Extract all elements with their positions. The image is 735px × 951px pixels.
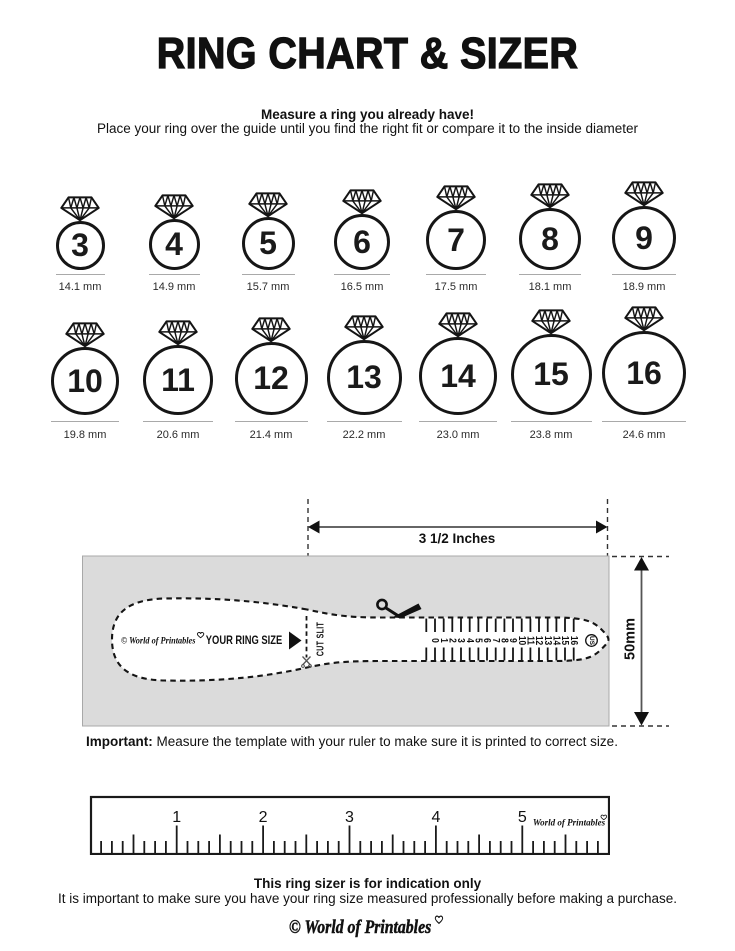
svg-text:© World of Printables: © World of Printables bbox=[121, 635, 196, 646]
svg-text:9: 9 bbox=[507, 638, 519, 643]
svg-text:CUT SLIT: CUT SLIT bbox=[314, 622, 326, 657]
svg-text:4: 4 bbox=[464, 638, 476, 643]
svg-text:16: 16 bbox=[568, 636, 580, 645]
svg-text:50mm: 50mm bbox=[622, 618, 638, 660]
svg-text:2: 2 bbox=[259, 809, 268, 826]
svg-text:1: 1 bbox=[172, 809, 181, 826]
svg-text:1: 1 bbox=[438, 638, 450, 643]
svg-text:10: 10 bbox=[516, 636, 528, 645]
svg-text:7: 7 bbox=[490, 638, 502, 643]
svg-text:6: 6 bbox=[481, 638, 493, 643]
svg-text:3: 3 bbox=[455, 638, 467, 643]
svg-text:14: 14 bbox=[550, 636, 562, 646]
svg-text:US: US bbox=[588, 636, 595, 646]
svg-text:15: 15 bbox=[559, 636, 571, 646]
svg-text:2: 2 bbox=[446, 638, 458, 643]
svg-text:3 1/2 Inches: 3 1/2 Inches bbox=[419, 531, 496, 546]
svg-text:13: 13 bbox=[542, 636, 554, 645]
svg-text:5: 5 bbox=[518, 809, 527, 826]
svg-text:YOUR RING SIZE: YOUR RING SIZE bbox=[206, 634, 282, 647]
svg-text:World of Printables: World of Printables bbox=[533, 818, 606, 828]
svg-text:0: 0 bbox=[429, 638, 441, 643]
svg-text:5: 5 bbox=[472, 638, 484, 643]
svg-text:4: 4 bbox=[431, 809, 440, 826]
svg-text:11: 11 bbox=[524, 636, 536, 646]
svg-text:12: 12 bbox=[533, 636, 545, 645]
svg-text:8: 8 bbox=[498, 638, 510, 643]
svg-text:3: 3 bbox=[345, 809, 354, 826]
